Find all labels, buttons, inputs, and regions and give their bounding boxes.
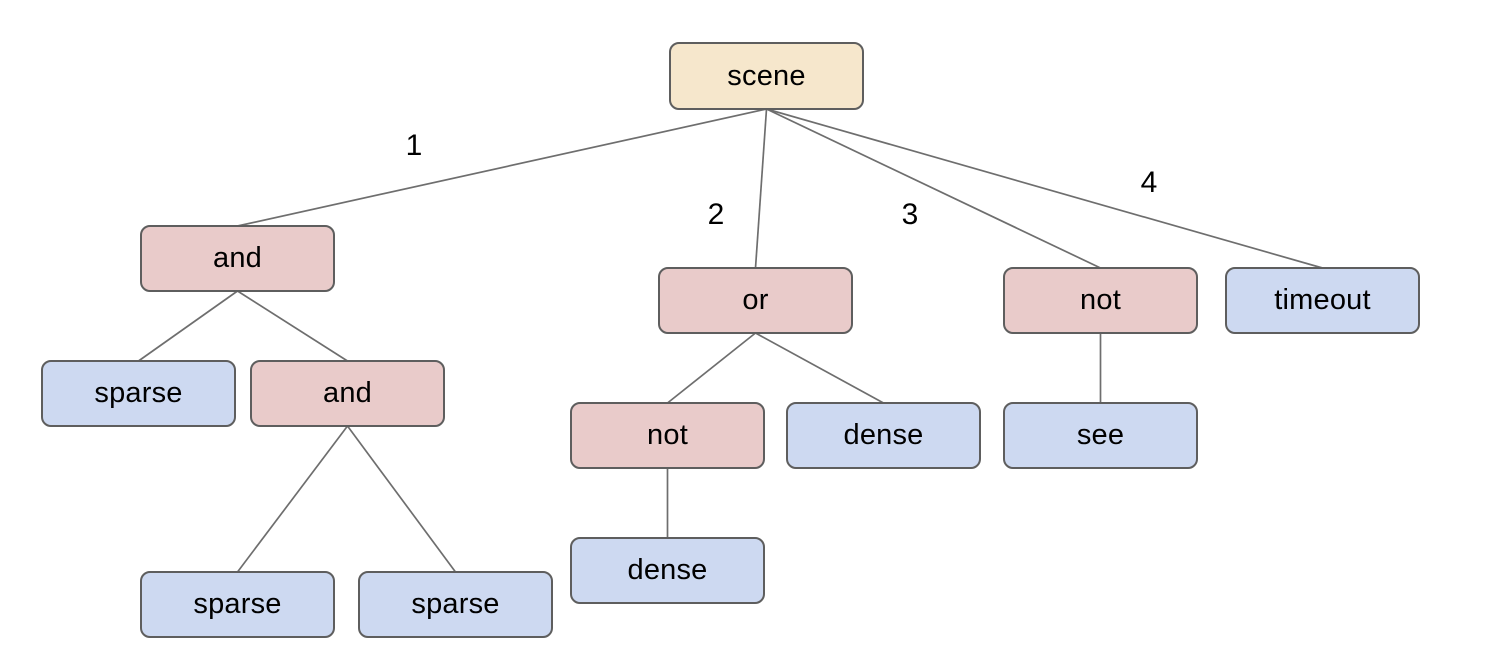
edge-label-2: 2 xyxy=(707,198,725,231)
node-sparse-left: sparse xyxy=(41,360,236,427)
node-not-2: not xyxy=(570,402,765,469)
node-not-1: not xyxy=(1003,267,1198,334)
edge-and-1-to-and-2 xyxy=(237,290,348,362)
node-and-1: and xyxy=(140,225,335,292)
edge-scene-to-not-1 xyxy=(766,108,1101,269)
edge-or-1-to-not-2 xyxy=(666,332,757,404)
edge-and-2-to-sparse-bottom-2 xyxy=(346,425,457,573)
edge-label-3: 3 xyxy=(901,198,919,231)
edge-and-1-to-sparse-left xyxy=(138,290,238,362)
edge-or-1-to-dense-mid xyxy=(755,332,884,404)
node-dense-bottom: dense xyxy=(570,537,765,604)
edge-scene-to-timeout xyxy=(766,108,1323,269)
edge-label-1: 1 xyxy=(405,129,423,162)
node-sparse-bottom-1: sparse xyxy=(140,571,335,638)
edge-and-2-to-sparse-bottom-1 xyxy=(236,425,349,573)
node-scene: scene xyxy=(669,42,864,110)
node-or-1: or xyxy=(658,267,853,334)
node-dense-mid: dense xyxy=(786,402,981,469)
node-and-2: and xyxy=(250,360,445,427)
node-timeout: timeout xyxy=(1225,267,1420,334)
node-sparse-bottom-2: sparse xyxy=(358,571,553,638)
edge-scene-to-and-1 xyxy=(237,108,767,227)
node-see: see xyxy=(1003,402,1198,469)
edge-scene-to-or-1 xyxy=(754,108,768,269)
edge-label-4: 4 xyxy=(1140,166,1158,199)
